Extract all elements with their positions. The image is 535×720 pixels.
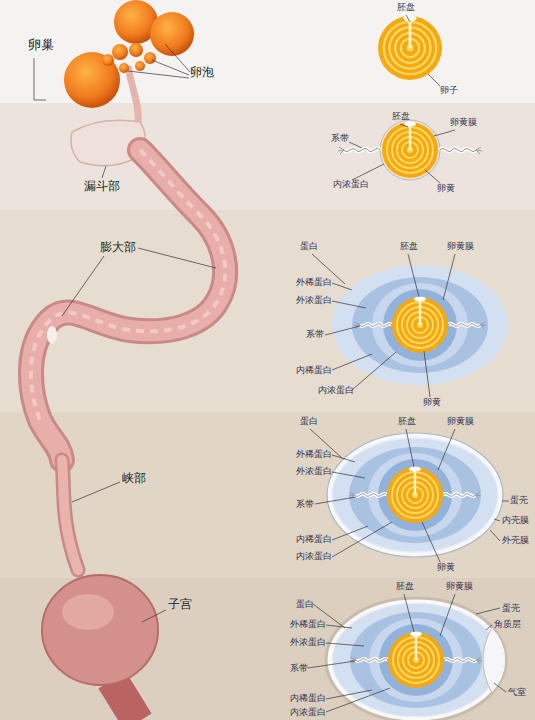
part-label: 内浓蛋白 bbox=[318, 386, 354, 396]
organ-label: 卵泡 bbox=[190, 66, 214, 80]
part-label: 系带 bbox=[331, 134, 349, 144]
part-label: 胚盘 bbox=[392, 112, 410, 122]
part-label: 内浓蛋白 bbox=[296, 552, 332, 562]
albumen-egg-drawing bbox=[332, 265, 508, 385]
part-label: 外稀蛋白 bbox=[290, 620, 326, 630]
organ-label: 峡部 bbox=[122, 472, 146, 486]
leader-lines bbox=[34, 15, 509, 712]
part-label: 外稀蛋白 bbox=[296, 450, 332, 460]
part-label: 蛋壳 bbox=[510, 496, 528, 506]
part-label: 卵黄膜 bbox=[447, 417, 474, 427]
part-label: 胚盘 bbox=[398, 417, 416, 427]
part-label: 卵黄膜 bbox=[446, 582, 473, 592]
part-label: 蛋壳 bbox=[502, 604, 520, 614]
ovum-drawing bbox=[378, 16, 442, 80]
part-label: 胚盘 bbox=[400, 242, 418, 252]
part-label: 卵黄膜 bbox=[450, 118, 477, 128]
part-label: 气室 bbox=[508, 688, 526, 698]
part-label: 内浓蛋白 bbox=[333, 180, 369, 190]
part-label: 系带 bbox=[296, 500, 314, 510]
part-label: 卵子 bbox=[440, 86, 458, 96]
yolk-chalaza-drawing bbox=[338, 120, 482, 180]
part-label: 系带 bbox=[290, 664, 308, 674]
part-label: 内稀蛋白 bbox=[296, 366, 332, 376]
part-label: 外稀蛋白 bbox=[296, 278, 332, 288]
part-label: 卵黄 bbox=[437, 184, 455, 194]
part-label: 蛋白 bbox=[300, 242, 318, 252]
part-label: 卵黄 bbox=[437, 563, 455, 573]
part-label: 角质层 bbox=[494, 620, 521, 630]
organ-label: 子宫 bbox=[168, 598, 192, 612]
part-label: 外浓蛋白 bbox=[290, 638, 326, 648]
oviduct-illustration bbox=[31, 0, 225, 720]
part-label: 卵黄膜 bbox=[447, 242, 474, 252]
membrane-egg-drawing bbox=[327, 433, 503, 557]
part-label: 内壳膜 bbox=[502, 516, 529, 526]
part-label: 外浓蛋白 bbox=[296, 296, 332, 306]
organ-label: 卵巢 bbox=[28, 38, 54, 53]
part-label: 系带 bbox=[306, 330, 324, 340]
part-label: 内稀蛋白 bbox=[296, 535, 332, 545]
part-label: 内浓蛋白 bbox=[290, 708, 326, 718]
part-label: 胚盘 bbox=[397, 3, 415, 13]
part-label: 卵黄 bbox=[423, 398, 441, 408]
part-label: 内稀蛋白 bbox=[290, 694, 326, 704]
organ-label: 漏斗部 bbox=[84, 180, 120, 194]
part-label: 胚盘 bbox=[396, 582, 414, 592]
part-label: 外浓蛋白 bbox=[296, 467, 332, 477]
part-label: 蛋白 bbox=[300, 417, 318, 427]
organ-label: 膨大部 bbox=[100, 241, 136, 255]
part-label: 蛋白 bbox=[296, 600, 314, 610]
part-label: 外壳膜 bbox=[502, 536, 529, 546]
